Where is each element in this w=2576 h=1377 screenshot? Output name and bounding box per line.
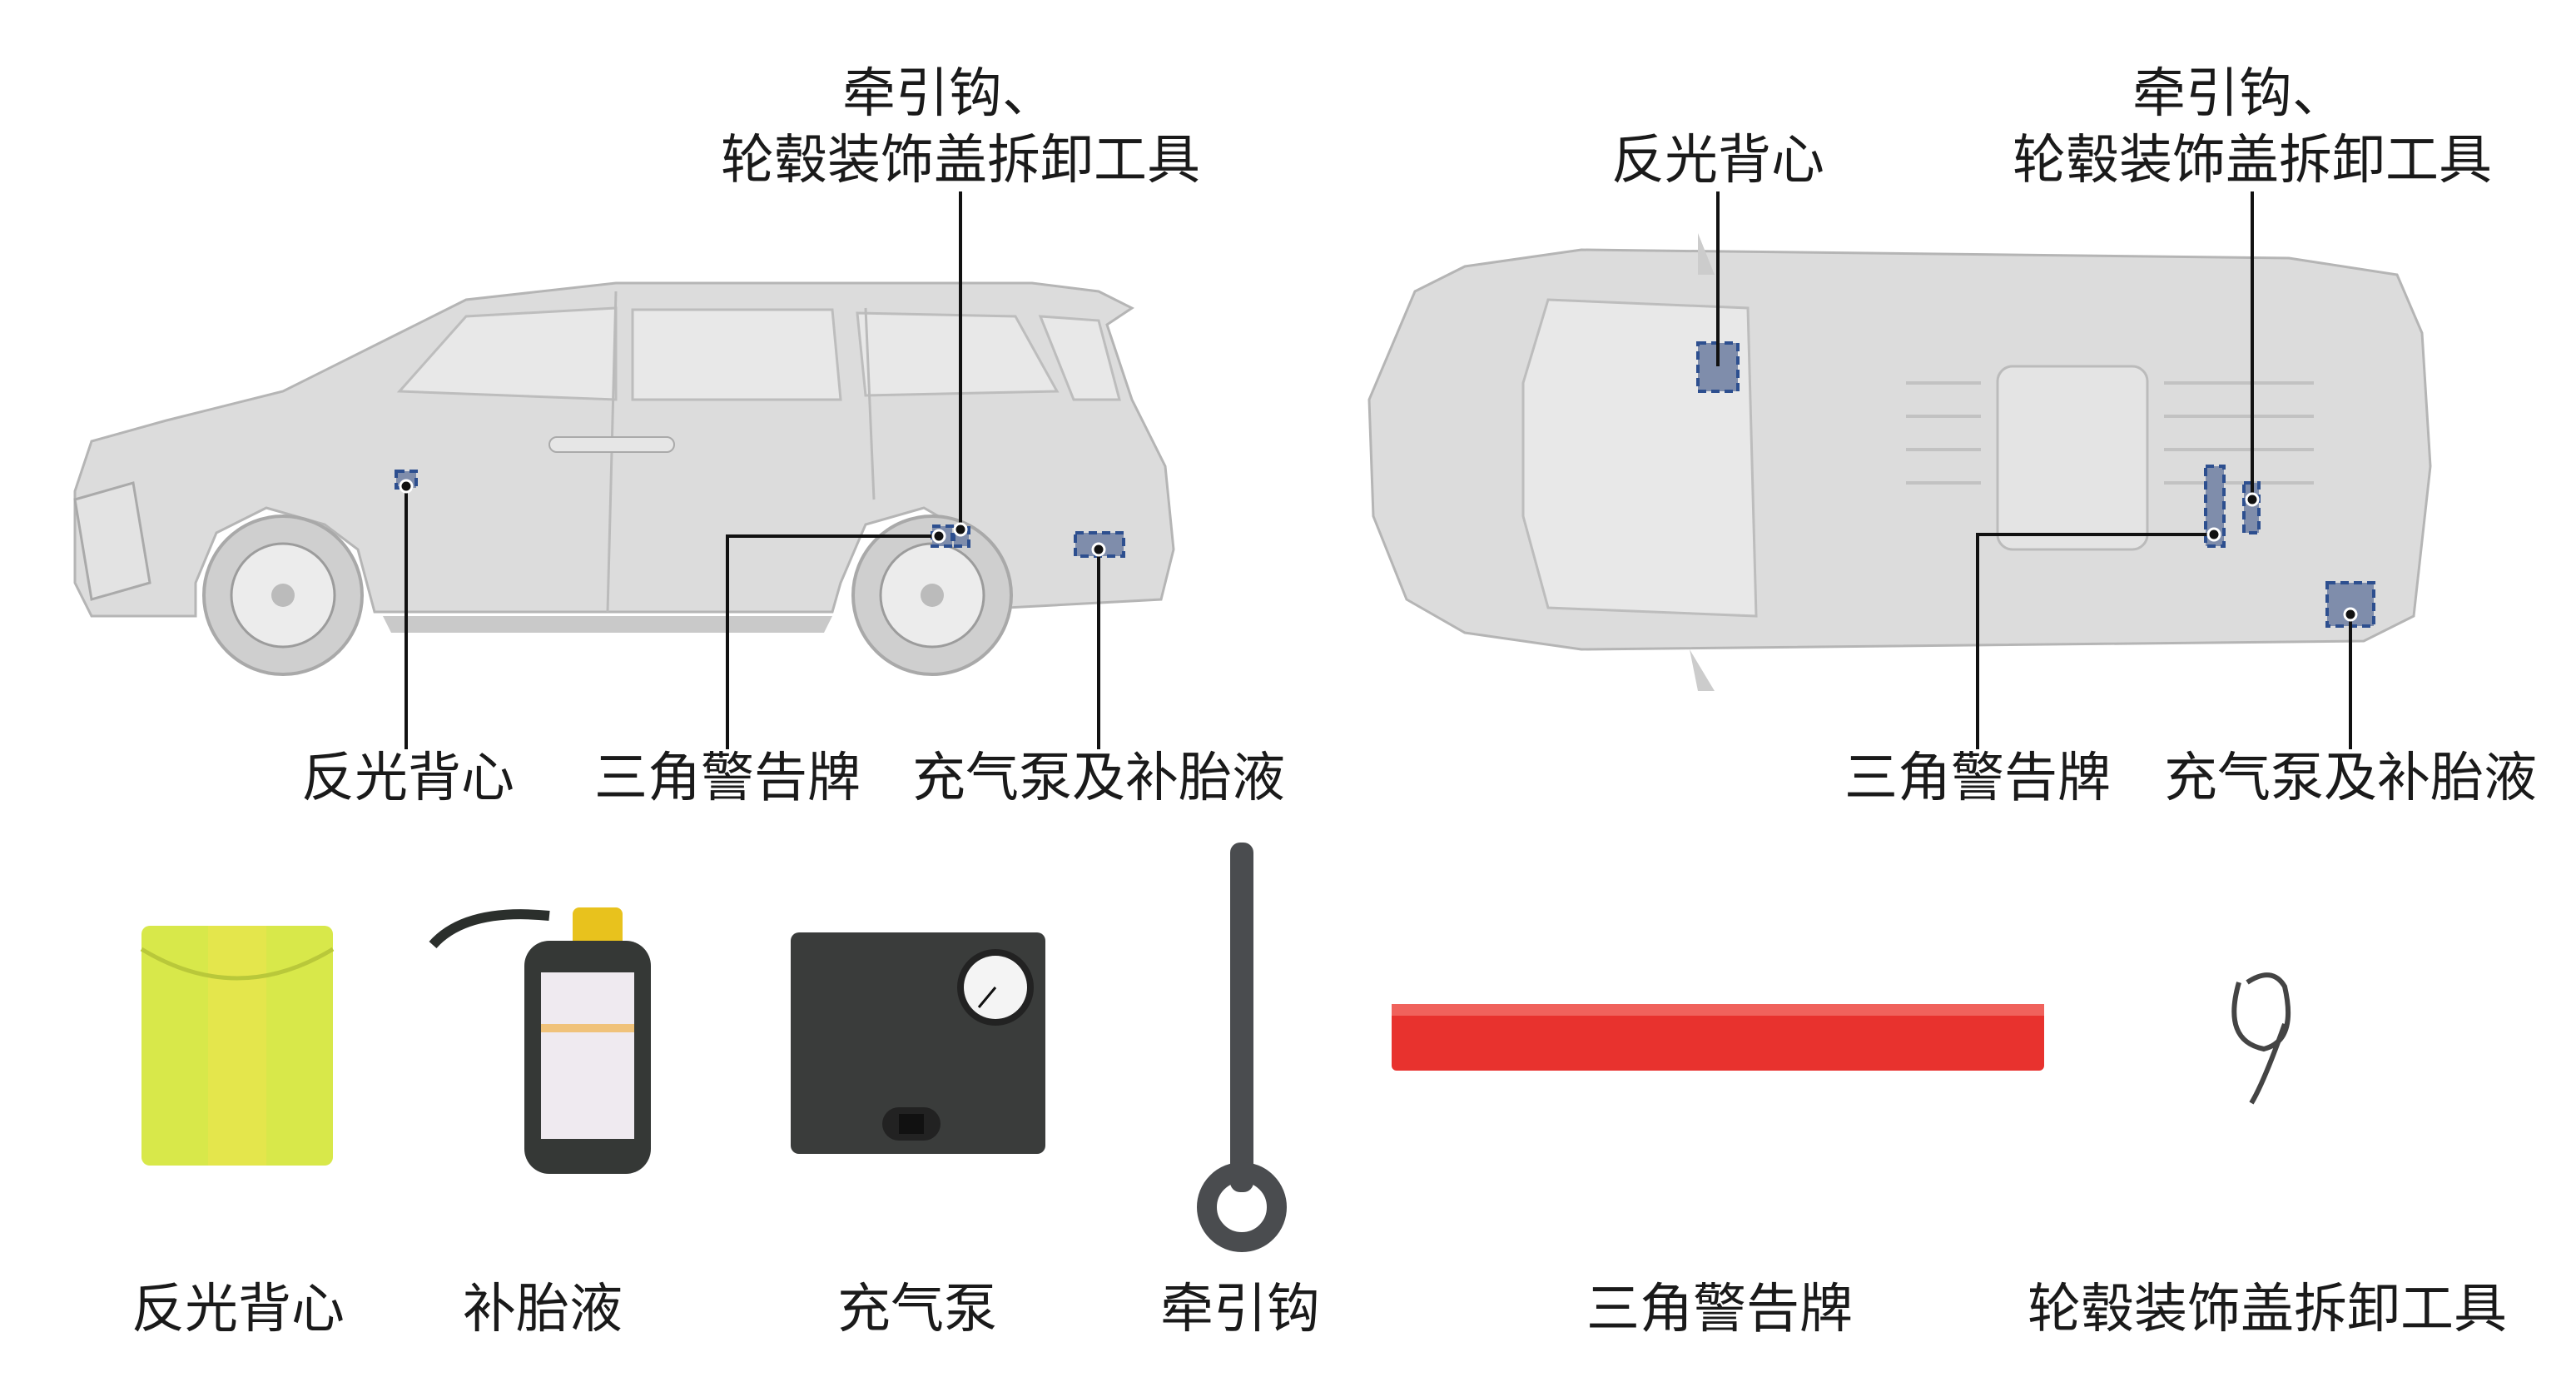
top-triangle-marker <box>2204 465 2226 548</box>
top-tow-hook-label-line1: 牵引钩、 <box>2132 63 2345 125</box>
tow-hook-image <box>1197 843 1287 1252</box>
item-label-vest: 反光背心 <box>132 1279 345 1340</box>
item-label-hubcap-tool: 轮毂装饰盖拆卸工具 <box>2028 1279 2507 1340</box>
side-triangle-label: 三角警告牌 <box>594 748 861 809</box>
side-tow-hook-label-line1: 牵引钩、 <box>842 63 1055 125</box>
top-leader-lines <box>1716 191 2358 749</box>
tire-sealant-image <box>429 907 651 1174</box>
top-tow-hook-label-line2: 轮毂装饰盖拆卸工具 <box>2013 130 2492 191</box>
side-vest-label: 反光背心 <box>301 748 514 809</box>
item-label-sealant: 补胎液 <box>463 1279 623 1340</box>
side-pump-label: 充气泵及补胎液 <box>912 748 1285 809</box>
hubcap-removal-tool-image <box>2231 972 2291 1105</box>
item-label-triangle: 三角警告牌 <box>1586 1279 1853 1340</box>
warning-triangle-image <box>1392 1004 2044 1071</box>
reflective-vest-image <box>140 926 335 1166</box>
side-leader-lines <box>399 191 1106 749</box>
top-triangle-label: 三角警告牌 <box>1844 748 2111 809</box>
top-pump-label: 充气泵及补胎液 <box>2164 748 2537 809</box>
air-pump-image <box>791 932 1045 1154</box>
item-label-pump: 充气泵 <box>837 1279 997 1340</box>
side-tow-hook-label-line2: 轮毂装饰盖拆卸工具 <box>721 130 1200 191</box>
item-label-tow-hook: 牵引钩 <box>1160 1279 1320 1340</box>
car-side-view <box>73 281 1175 676</box>
top-vest-label: 反光背心 <box>1611 130 1824 191</box>
car-top-view <box>1367 233 2432 691</box>
